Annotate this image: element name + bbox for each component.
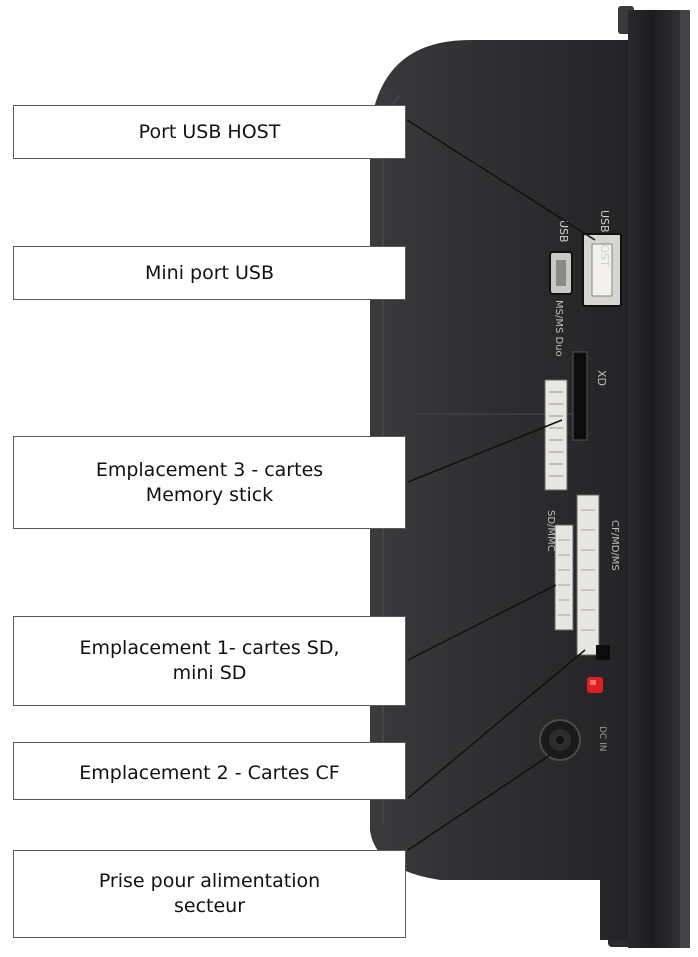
ms-marking: MS/MS Duo — [553, 300, 564, 357]
sd-slot — [554, 524, 574, 631]
label-slot-3: Emplacement 3 - cartes Memory stick — [13, 436, 406, 529]
svg-text:DC IN: DC IN — [597, 726, 607, 751]
device-frame — [628, 10, 690, 948]
label-slot-3-line-2: Memory stick — [145, 483, 274, 506]
label-slot-1-line-1: Emplacement 1- cartes SD, — [79, 637, 340, 659]
usb-marking: USB — [557, 220, 570, 243]
xd-marking: XD — [595, 370, 608, 386]
label-power-line-1: Prise pour alimentation — [98, 870, 321, 892]
label-power-line-2: secteur — [173, 895, 246, 917]
label-slot-1: Emplacement 1- cartes SD, mini SD — [13, 616, 406, 706]
label-usb-host: Port USB HOST — [13, 105, 406, 159]
memory-stick-slot — [544, 379, 568, 491]
label-usb-host-text: Port USB HOST — [138, 120, 281, 143]
cf-slot — [576, 494, 600, 656]
usb-host-marking: USB HOST — [598, 210, 611, 267]
label-power: Prise pour alimentation secteur — [13, 850, 406, 938]
label-slot-3-line-1: Emplacement 3 - cartes — [95, 458, 324, 481]
label-slot-1-line-2: mini SD — [172, 662, 247, 684]
label-mini-usb-text: Mini port USB — [144, 261, 275, 284]
xd-slot — [572, 351, 588, 441]
cf-marking: CF/MD/MS — [609, 520, 620, 571]
label-slot-2: Emplacement 2 - Cartes CF — [13, 742, 406, 800]
label-mini-usb: Mini port USB — [13, 246, 406, 300]
device-body — [370, 40, 628, 940]
sd-marking: SD/MMC — [545, 510, 556, 552]
label-slot-2-text: Emplacement 2 - Cartes CF — [79, 762, 340, 784]
